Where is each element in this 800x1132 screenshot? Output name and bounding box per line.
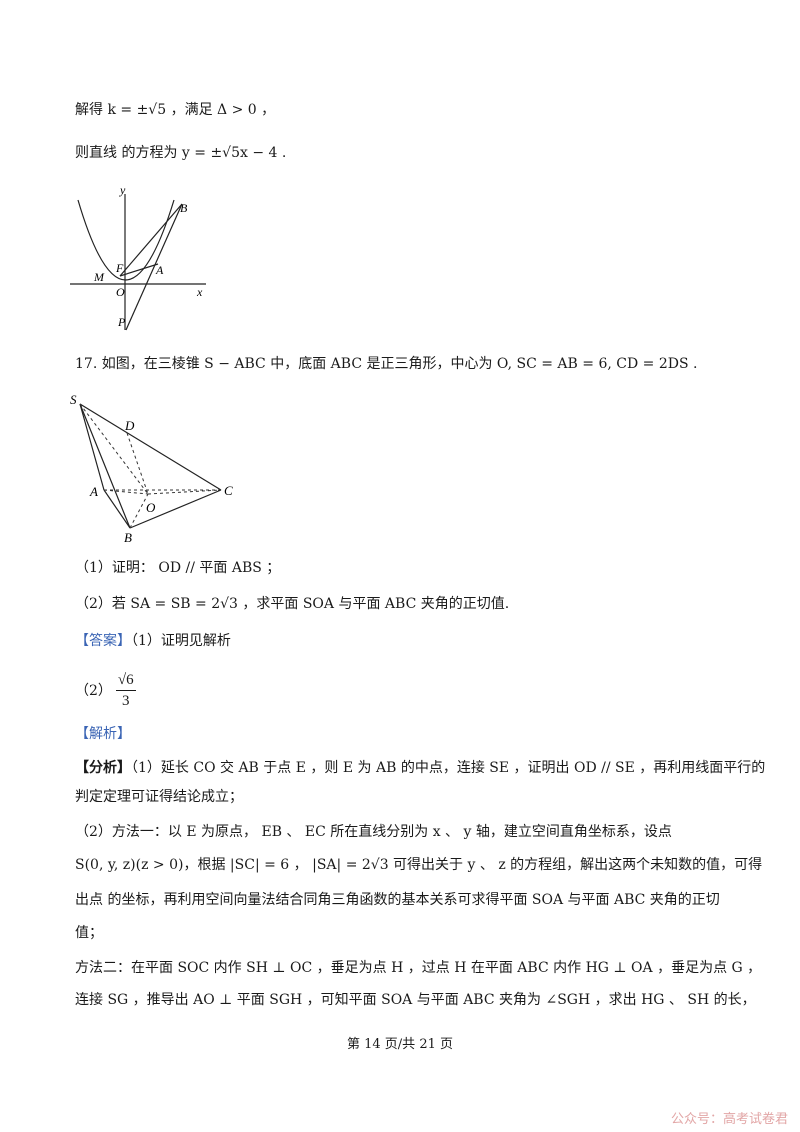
- analysis-line-3: （2）方法一：以 E 为原点， EB 、 EC 所在直线分别为 x 、 y 轴，…: [75, 824, 672, 840]
- edge-SC: [79, 403, 222, 491]
- line-ma: [119, 263, 159, 277]
- line-AO-hidden: [103, 489, 149, 495]
- label-P: P: [117, 315, 126, 329]
- part-1: （1）证明： OD // 平面 ABS ；: [75, 560, 281, 576]
- line-mb: [119, 203, 183, 277]
- label-M: M: [93, 270, 105, 284]
- label-y: y: [119, 183, 126, 197]
- analysis-tag: 【解析】: [75, 726, 131, 742]
- label-B: B: [180, 201, 188, 215]
- figure-tetrahedron: S D A O C B: [70, 392, 233, 545]
- analysis-line-7: 方法二：在平面 SOC 内作 SH ⊥ OC ，垂足为点 H ，过点 H 在平面…: [75, 960, 762, 976]
- edge-AB: [103, 489, 131, 529]
- answer-line-2: （2） √6 3: [75, 668, 136, 712]
- line-solve-k: 解得 k = ±√5 ，满足 Δ > 0 ，: [75, 102, 276, 118]
- edge-SA: [79, 403, 105, 491]
- analysis-text-1: （1）延长 CO 交 AB 于点 E ，则 E 为 AB 的中点，连接 SE ，…: [131, 760, 766, 776]
- part-2: （2）若 SA = SB = 2√3 ，求平面 SOA 与平面 ABC 夹角的正…: [75, 596, 510, 612]
- answer-2-fraction: √6 3: [115, 670, 136, 711]
- parabola-curve: [77, 199, 175, 281]
- answer-1: （1）证明见解析: [131, 633, 231, 649]
- analysis-line-5: 出点 的坐标，再利用空间向量法结合同角三角函数的基本关系可求得平面 SOA 与平…: [75, 892, 720, 908]
- line-OC-hidden: [147, 489, 222, 495]
- line-OD-hidden: [126, 432, 149, 495]
- label-D: D: [124, 418, 135, 433]
- analysis-sub-tag: 【分析】: [75, 760, 131, 776]
- analysis-line-8: 连接 SG ，推导出 AO ⊥ 平面 SGH ，可知平面 SOA 与平面 ABC…: [75, 992, 756, 1008]
- label-B: B: [124, 530, 132, 545]
- edge-SB: [79, 403, 131, 529]
- label-O: O: [146, 500, 156, 515]
- line-SO-hidden: [79, 403, 149, 495]
- figure-parabola: y B F A M O x P: [70, 183, 206, 331]
- analysis-line-4: S(0, y, z)(z > 0)，根据 |SC| = 6 ， |SA| = 2…: [75, 857, 763, 873]
- label-O: O: [116, 285, 125, 299]
- question-17: 17. 如图，在三棱锥 S − ABC 中，底面 ABC 是正三角形，中心为 O…: [75, 356, 698, 372]
- label-C: C: [224, 483, 233, 498]
- answer-2-label: （2）: [75, 683, 112, 699]
- answer-tag: 【答案】: [75, 633, 131, 649]
- fraction-numerator: √6: [115, 670, 136, 691]
- line-BO-hidden: [129, 493, 149, 529]
- fraction-denominator: 3: [122, 692, 130, 709]
- analysis-line-6: 值；: [75, 925, 103, 941]
- answer-line-1: 【答案】（1）证明见解析: [75, 631, 231, 651]
- line-equation: 则直线 的方程为 y = ±√5x − 4 .: [75, 145, 287, 161]
- label-S: S: [70, 392, 77, 407]
- label-A: A: [89, 484, 98, 499]
- line-pb: [125, 203, 183, 331]
- label-x: x: [196, 285, 203, 299]
- watermark: 公众号：高考试卷君: [670, 1112, 788, 1127]
- label-A: A: [155, 263, 164, 277]
- analysis-line-2: 判定定理可证得结论成立；: [75, 789, 243, 805]
- edge-BC: [129, 489, 222, 529]
- analysis-line-1: 【分析】（1）延长 CO 交 AB 于点 E ，则 E 为 AB 的中点，连接 …: [75, 758, 765, 778]
- page-footer: 第 14 页/共 21 页: [347, 1037, 453, 1052]
- label-F: F: [115, 261, 124, 275]
